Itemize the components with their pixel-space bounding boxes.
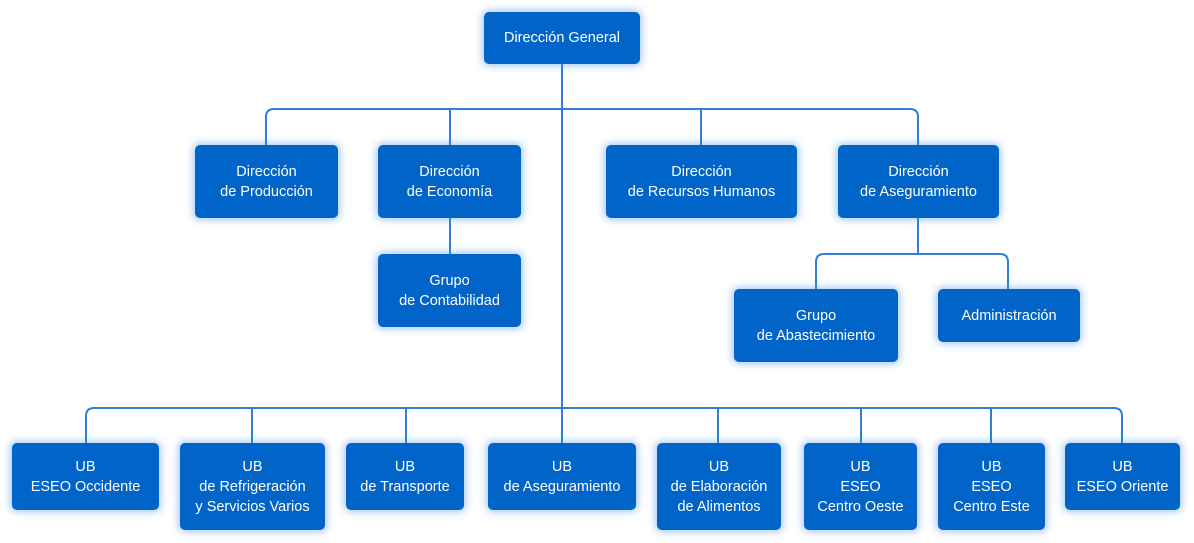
node-label: Grupo — [429, 272, 470, 289]
node-ub-centro-oeste: UB ESEO Centro Oeste — [804, 443, 917, 530]
connector-ub-drops — [251, 408, 992, 443]
node-label: de Transporte — [360, 478, 450, 495]
node-direccion-rrhh: Dirección de Recursos Humanos — [606, 145, 797, 218]
node-label: UB — [981, 458, 1002, 475]
node-label: UB — [850, 458, 871, 475]
node-label: Dirección — [888, 163, 949, 180]
node-ub-transporte: UB de Transporte — [346, 443, 464, 510]
node-label: ESEO — [840, 478, 881, 495]
node-label: UB — [551, 458, 573, 475]
node-grupo-abastecimiento: Grupo de Abastecimiento — [734, 289, 898, 362]
node-ub-centro-este: UB ESEO Centro Este — [938, 443, 1045, 530]
node-ub-aseguramiento: UB de Aseguramiento — [488, 443, 636, 510]
node-direccion-general: Dirección General — [484, 12, 640, 64]
node-label: de Recursos Humanos — [627, 183, 776, 200]
node-label: UB — [242, 458, 263, 475]
node-label: Dirección — [419, 163, 480, 180]
node-grupo-contabilidad: Grupo de Contabilidad — [378, 254, 521, 327]
node-label: de Refrigeración — [199, 478, 306, 495]
node-label: Dirección General — [503, 30, 621, 46]
node-label: de Contabilidad — [399, 292, 500, 309]
node-label: Grupo — [795, 307, 837, 324]
node-direccion-produccion: Dirección de Producción — [195, 145, 338, 218]
node-label: Administración — [961, 307, 1057, 324]
node-label: de Aseguramiento — [503, 478, 621, 495]
node-label: ESEO — [971, 478, 1012, 495]
connector-aseg-children — [815, 253, 1009, 289]
node-administracion: Administración — [938, 289, 1080, 342]
node-label: de Producción — [220, 183, 313, 200]
node-label: UB — [75, 458, 96, 475]
node-label: UB — [394, 458, 416, 475]
node-label: ESEO Occidente — [30, 478, 141, 495]
node-label: de Aseguramiento — [860, 183, 977, 200]
node-label: ESEO Oriente — [1076, 478, 1169, 495]
node-label: de Elaboración — [670, 478, 768, 495]
node-label: Dirección — [236, 163, 297, 180]
node-label: Centro Este — [953, 498, 1030, 515]
node-label: UB — [708, 458, 730, 475]
node-direccion-economia: Dirección de Economía — [378, 145, 521, 218]
connector-directions — [265, 108, 919, 145]
connector-ub-row — [85, 407, 1123, 443]
node-label: UB — [1112, 458, 1133, 475]
node-label: de Economía — [406, 183, 493, 200]
node-ub-eseo-oriente: UB ESEO Oriente — [1065, 443, 1180, 510]
node-ub-eseo-occidente: UB ESEO Occidente — [12, 443, 159, 510]
node-direccion-aseguramiento: Dirección de Aseguramiento — [838, 145, 999, 218]
node-label: de Alimentos — [677, 498, 761, 515]
node-label: de Abastecimiento — [756, 327, 876, 344]
node-ub-refrigeracion: UB de Refrigeración y Servicios Varios — [180, 443, 325, 530]
node-ub-elaboracion: UB de Elaboración de Alimentos — [657, 443, 781, 530]
node-label: Centro Oeste — [817, 498, 904, 515]
node-label: y Servicios Varios — [195, 498, 310, 515]
node-label: Dirección — [671, 163, 732, 180]
